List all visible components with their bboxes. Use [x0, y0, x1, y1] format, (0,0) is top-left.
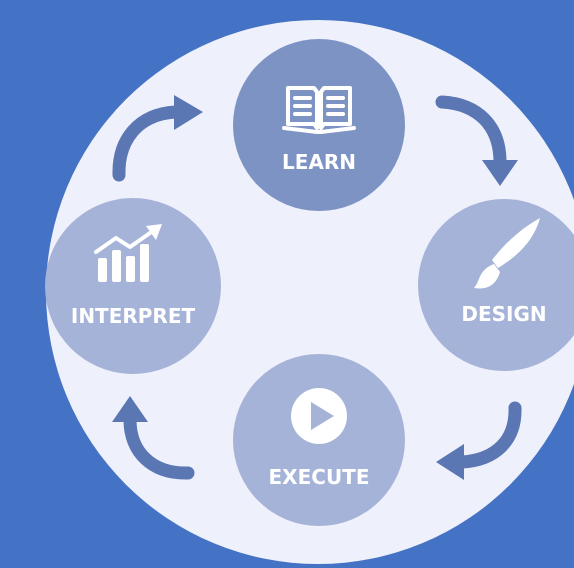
arrow-interpret-to-learn	[112, 105, 183, 182]
arrow-learn-to-design	[435, 95, 507, 169]
book-icon	[282, 86, 356, 134]
brush-icon	[474, 218, 540, 289]
node-interpret-label: INTERPRET	[71, 304, 196, 328]
arrow-heads	[112, 95, 518, 480]
node-learn: LEARN	[233, 39, 405, 211]
node-design: DESIGN	[418, 199, 574, 371]
arrowhead-learn-to-design	[482, 160, 518, 186]
arrow-design-to-execute	[455, 401, 522, 469]
chart-growth-icon	[94, 224, 162, 282]
node-interpret: INTERPRET	[45, 198, 221, 374]
node-design-label: DESIGN	[461, 302, 546, 326]
node-design-circle	[418, 199, 574, 371]
node-execute: EXECUTE	[233, 354, 405, 526]
play-icon	[291, 388, 347, 444]
node-interpret-circle	[45, 198, 221, 374]
arrow-execute-to-interpret	[123, 413, 195, 480]
arrowhead-interpret-to-learn	[174, 95, 203, 130]
node-learn-label: LEARN	[282, 150, 356, 174]
background-plate	[46, 20, 574, 564]
cycle-arrows	[112, 95, 522, 480]
arrowhead-design-to-execute	[436, 444, 464, 480]
arrowhead-execute-to-interpret	[112, 396, 148, 422]
node-execute-label: EXECUTE	[269, 465, 370, 489]
